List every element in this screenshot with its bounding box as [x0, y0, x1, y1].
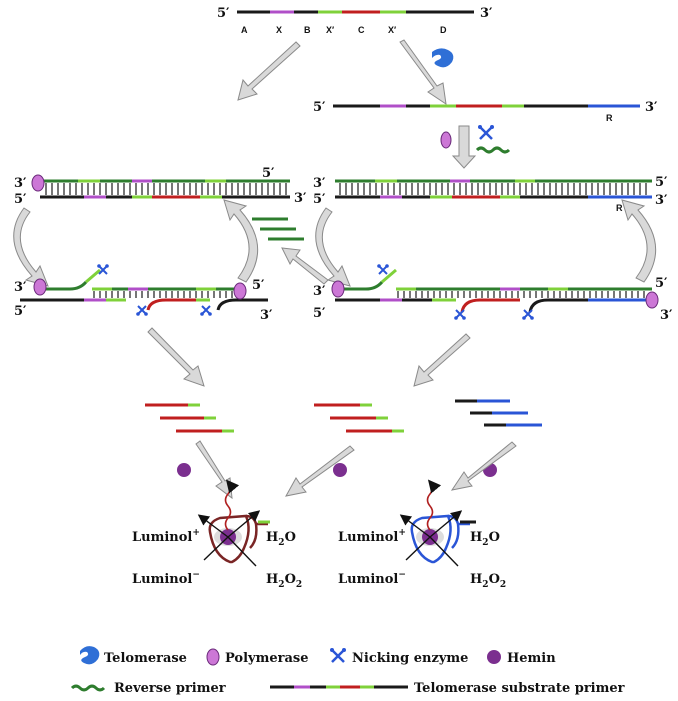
nicking-enzyme-icon-left-c [200, 305, 212, 316]
left-top-3prime-label: 3′ [14, 176, 27, 191]
nicking-enzyme-icon-mid [478, 125, 494, 140]
extended-r-label: R [606, 113, 613, 123]
hemin-icon-center [333, 463, 347, 477]
water-right: H2O [470, 530, 500, 548]
g-quadruplex-complex-left [197, 479, 270, 567]
right-bottom-5prime-label: 5′ [313, 306, 326, 321]
extended-3prime-label: 3′ [645, 100, 658, 115]
arrow-top-right [399, 39, 447, 106]
polymerase-icon-right-bottom-a [331, 280, 345, 298]
legend-substrate-primer-label: Telomerase substrate primer [414, 681, 625, 696]
legend-hemin-label: Hemin [507, 651, 556, 666]
reverse-primer-icon-mid [475, 146, 511, 154]
arrow-into-left-complex [195, 440, 233, 500]
top-primer-3prime-label: 3′ [480, 6, 493, 21]
segment-label-d: D [440, 25, 447, 35]
legend-reverse-primer-label: Reverse primer [114, 681, 226, 696]
arrow-right-to-products [413, 333, 471, 387]
products-right [455, 399, 542, 427]
right-top-3prime-label: 3′ [313, 176, 326, 191]
right-duplex-top [335, 179, 652, 199]
right-top-3prime-end-label: 3′ [655, 193, 668, 208]
right-bottom-3prime-end-label: 3′ [660, 308, 673, 323]
legend-nicking-enzyme-label: Nicking enzyme [352, 651, 468, 666]
luminol-plus-right: Luminol+ [338, 528, 406, 545]
polymerase-icon-right-bottom-b [645, 291, 659, 309]
base-pair-rungs-right-bottom [397, 291, 645, 298]
arrow-into-right-complex [450, 441, 517, 491]
segment-label-x-prime-1: X′ [326, 25, 334, 35]
top-primer-5prime-label: 5′ [217, 6, 230, 21]
legend-hemin-icon [487, 650, 501, 664]
extended-5prime-label: 5′ [313, 100, 326, 115]
left-bottom-5prime-end-label: 5′ [252, 278, 265, 293]
products-center [314, 403, 404, 433]
g-quadruplex-complex-right [399, 479, 476, 567]
polymerase-icon-left-bottom-a [33, 278, 47, 296]
cycle-arrow-left-up [223, 199, 259, 283]
legend-polymerase-label: Polymerase [225, 651, 308, 666]
left-top-5prime-end-label: 5′ [262, 166, 275, 181]
nicking-enzyme-icon-right-c [522, 309, 534, 320]
legend: Telomerase Polymerase Nicking enzyme Hem… [70, 646, 625, 696]
arrow-left-to-products [147, 327, 205, 387]
left-duplex-bottom [20, 268, 268, 311]
right-bottom-5prime-end-label: 5′ [655, 276, 668, 291]
luminol-plus-left: Luminol+ [132, 528, 200, 545]
right-top-r-label: R [616, 203, 623, 213]
nicking-enzyme-icon-left-a [97, 264, 109, 275]
released-green-strands [252, 217, 304, 241]
right-bottom-3prime-label: 3′ [313, 284, 326, 299]
nicking-enzyme-icon-left-b [136, 305, 148, 316]
arrow-release-left [281, 247, 329, 285]
left-bottom-5prime-label: 5′ [14, 304, 27, 319]
left-top-5prime-label: 5′ [14, 192, 27, 207]
left-top-3prime-end-label: 3′ [294, 191, 307, 206]
products-left [145, 403, 234, 433]
base-pair-rungs-left-top [45, 183, 287, 195]
left-bottom-3prime-label: 3′ [14, 280, 27, 295]
arrow-into-center-complex [285, 445, 355, 497]
right-duplex-bottom [335, 268, 652, 313]
hemin-icon-left [177, 463, 191, 477]
arrow-top-left [237, 41, 301, 101]
peroxide-right: H2O2 [470, 572, 506, 590]
telomerase-icon-top [432, 48, 454, 68]
legend-telomerase-label: Telomerase [104, 651, 187, 666]
left-duplex-top [40, 179, 290, 199]
peroxide-left: H2O2 [266, 572, 302, 590]
segment-label-b: B [304, 25, 311, 35]
right-top-5prime-end-label: 5′ [655, 175, 668, 190]
right-top-5prime-label: 5′ [313, 192, 326, 207]
base-pair-rungs-right-top [339, 183, 647, 195]
cycle-arrow-left-down [13, 207, 49, 287]
legend-telomerase-icon [80, 646, 100, 665]
left-bottom-3prime-end-label: 3′ [260, 308, 273, 323]
segment-label-a: A [241, 25, 248, 35]
nicking-enzyme-icon-right-b [454, 309, 466, 320]
segment-label-c: C [358, 25, 365, 35]
luminol-minus-right: Luminol− [338, 570, 406, 587]
legend-reverse-primer-icon [70, 684, 106, 692]
water-left: H2O [266, 530, 296, 548]
base-pair-rungs-left-bottom [93, 291, 233, 298]
segment-label-x-prime-2: X′ [388, 25, 396, 35]
legend-polymerase-icon [206, 648, 220, 666]
cycle-arrow-right-up [621, 199, 657, 283]
arrow-down-center-right [451, 125, 477, 169]
polymerase-icon-mid [440, 131, 452, 149]
legend-nicking-enzyme-icon [330, 648, 346, 663]
nicking-enzyme-icon-right-a [377, 264, 389, 275]
segment-label-x: X [276, 25, 282, 35]
luminol-minus-left: Luminol− [132, 570, 200, 587]
polymerase-icon-left-top [31, 174, 45, 192]
polymerase-icon-left-bottom-b [233, 282, 247, 300]
